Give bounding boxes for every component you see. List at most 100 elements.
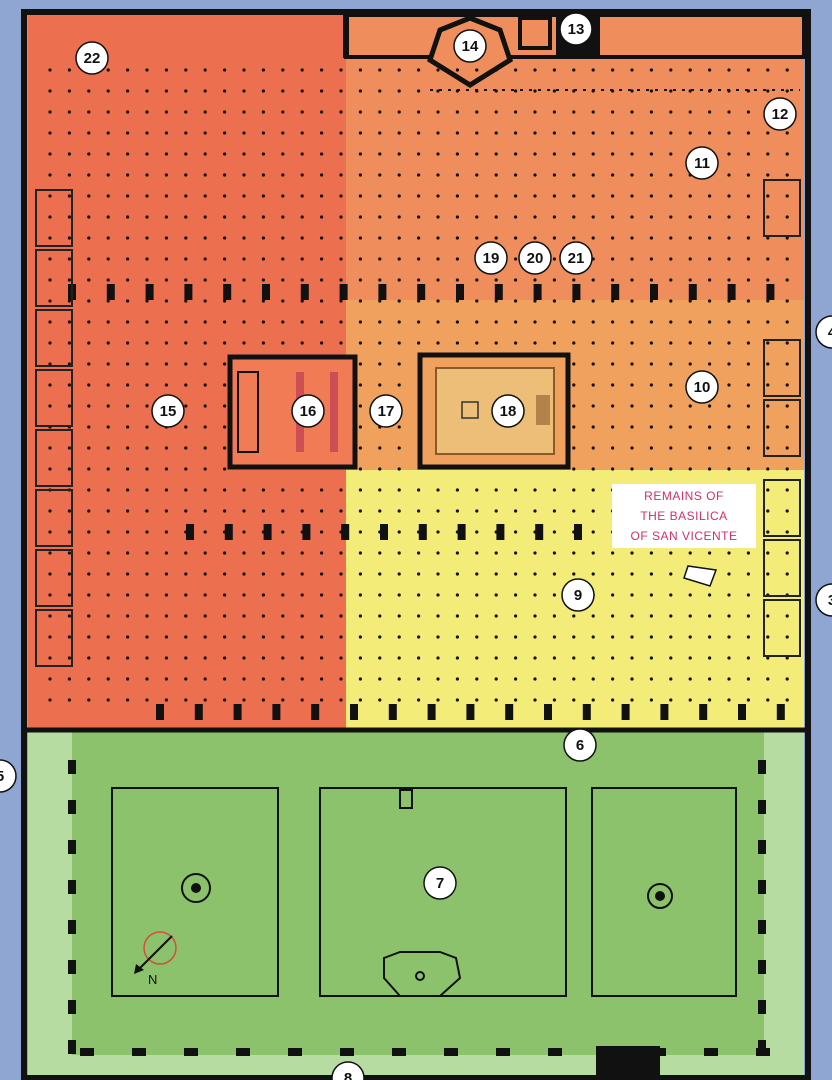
pier [572,284,581,300]
north-arrow: N [134,931,177,987]
column [106,110,110,114]
column [397,278,401,282]
column [67,698,71,702]
column [358,488,362,492]
column [727,152,731,156]
column [126,110,130,114]
column [417,677,421,681]
column [630,236,634,240]
column [727,194,731,198]
column [261,89,265,93]
column [242,677,246,681]
column [746,257,751,261]
column [708,656,712,660]
column [455,488,459,492]
column [48,572,52,576]
column [106,467,110,471]
column [417,110,421,114]
column [223,68,227,72]
courtyard-pier [758,800,766,814]
pier [378,284,387,300]
column [514,194,518,198]
column [87,110,91,114]
column [164,446,168,450]
column [164,698,168,702]
column [552,320,557,324]
column [417,152,421,156]
column [164,572,168,576]
column [766,425,770,429]
pier [417,284,426,300]
column [261,173,265,177]
column [417,551,421,555]
column [320,89,324,93]
column [184,320,188,324]
column [436,341,440,345]
column [223,383,227,387]
column [48,614,52,618]
pier [194,704,203,720]
column [417,698,421,702]
column [378,383,382,387]
column [145,89,149,93]
column [785,236,789,240]
courtyard-gardens [111,787,737,997]
column [669,89,673,93]
column [572,509,576,513]
column [494,152,498,156]
column [572,404,576,408]
column [552,551,557,555]
column [649,383,654,387]
column [67,446,71,450]
column [300,194,304,198]
column [649,656,654,660]
column [455,677,459,681]
column [475,131,479,135]
column [67,173,71,177]
column [339,299,343,303]
column [281,572,285,576]
column [533,320,537,324]
column [649,68,654,72]
pier [427,704,436,720]
column [475,635,479,639]
column [126,677,130,681]
column [203,467,207,471]
column [397,677,401,681]
column [126,425,130,429]
column [766,278,770,282]
column [630,362,634,366]
column [242,257,246,261]
column [475,572,479,576]
marker-5: 5 [0,759,17,793]
column [630,215,634,219]
column [746,89,751,93]
column [630,404,634,408]
column [48,509,52,513]
column [455,152,459,156]
column [552,236,557,240]
column [184,257,188,261]
column [48,467,52,471]
courtyard-pier [236,1048,250,1056]
column [746,572,751,576]
column [126,89,130,93]
column [436,593,440,597]
pier [727,284,736,300]
column [281,614,285,618]
column [785,677,789,681]
column [378,488,382,492]
pier [262,284,270,300]
column [145,194,149,198]
column [494,89,498,93]
column [494,677,498,681]
column [184,656,188,660]
column [455,68,459,72]
column [106,257,110,261]
column [552,278,557,282]
column [417,68,421,72]
column [339,131,343,135]
column [727,257,731,261]
column [358,131,362,135]
column [126,362,130,366]
